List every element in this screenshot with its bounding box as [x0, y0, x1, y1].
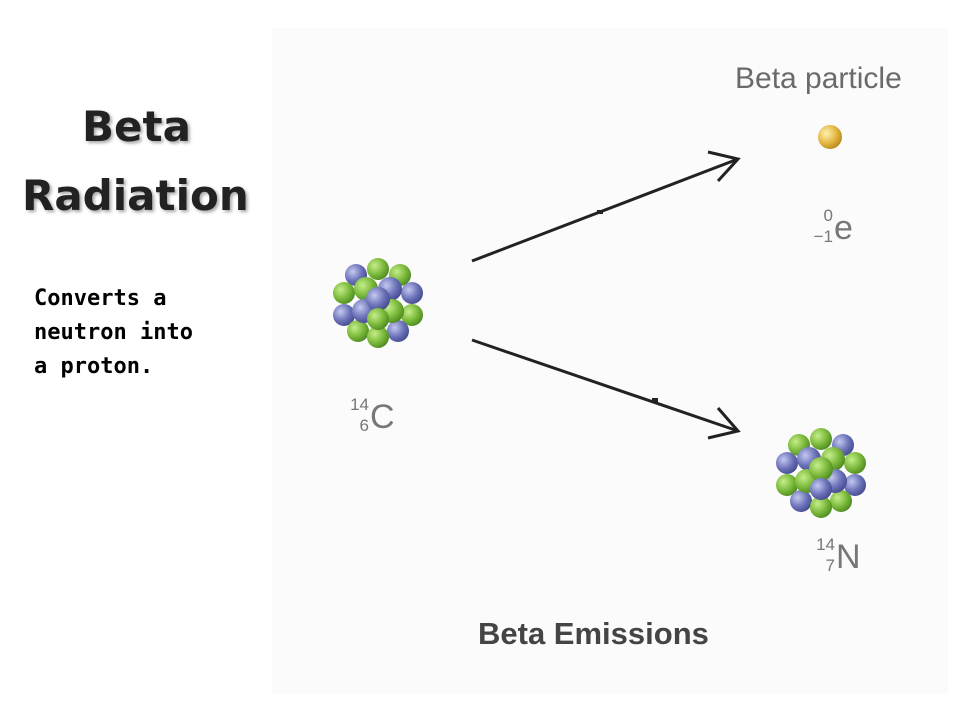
electron-mass-number: 0 — [823, 206, 833, 225]
carbon-symbol-letter: C — [370, 398, 395, 436]
nitrogen-atomic-number: 7 — [825, 556, 835, 575]
beta-particle-dot — [818, 125, 842, 149]
nitrogen-14-symbol: 14 7 N — [816, 536, 861, 576]
figure-graphics — [333, 125, 866, 518]
beta-particle-label: Beta particle — [735, 62, 902, 95]
carbon-14-symbol: 14 6 C — [350, 396, 395, 436]
nitrogen-nucleus-icon — [776, 428, 866, 518]
nitrogen-symbol-letter: N — [836, 538, 861, 576]
carbon-nucleus-icon — [333, 258, 423, 348]
carbon-atomic-number: 6 — [359, 416, 369, 435]
electron-symbol-letter: e — [834, 209, 853, 247]
beta-emission-figure: Beta particle 0 −1 e 14 6 C 14 7 N Beta … — [272, 28, 948, 694]
description-line-2: neutron into — [34, 320, 193, 345]
nitrogen-mass-number: 14 — [816, 535, 835, 554]
beta-particle-arrow — [471, 150, 741, 263]
electron-symbol: 0 −1 e — [814, 207, 853, 247]
description-line-3: a proton. — [34, 354, 154, 379]
carbon-mass-number: 14 — [350, 395, 369, 414]
daughter-nucleus-arrow — [471, 338, 741, 440]
figure-caption: Beta Emissions — [478, 616, 709, 651]
electron-charge-number: −1 — [813, 227, 833, 246]
description-text: Converts a neutron into a proton. — [34, 282, 274, 384]
description-line-1: Converts a — [34, 286, 167, 311]
title-line-2: Radiation — [22, 171, 249, 220]
title-line-1: Beta — [82, 102, 191, 151]
